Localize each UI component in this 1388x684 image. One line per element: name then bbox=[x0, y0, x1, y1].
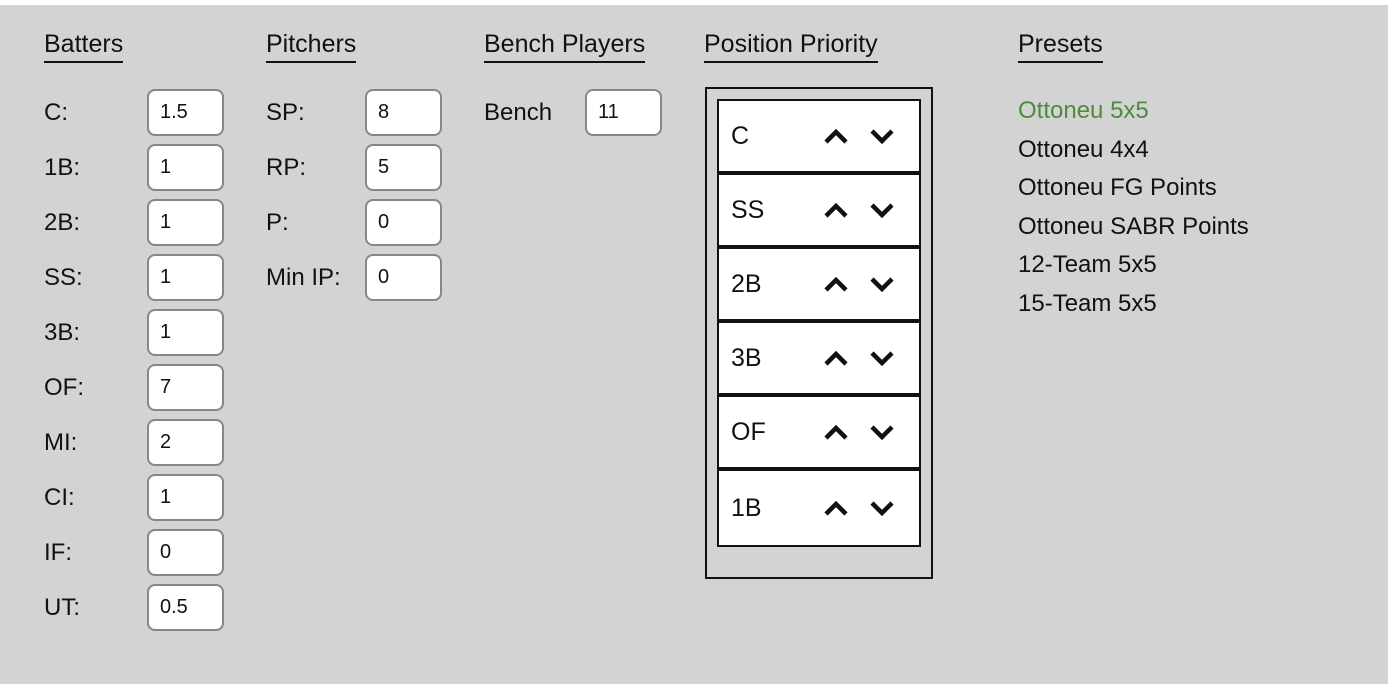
batter-2b-input[interactable] bbox=[147, 199, 224, 246]
pitcher-row-minip: Min IP: bbox=[266, 250, 442, 305]
batter-3b-label: 3B: bbox=[44, 318, 81, 346]
chevron-up-icon bbox=[824, 276, 848, 292]
priority-up-button[interactable] bbox=[823, 276, 849, 292]
chevron-down-icon bbox=[870, 276, 894, 292]
priority-item-label: 1B bbox=[731, 493, 762, 522]
priority-item-3b: 3B bbox=[719, 323, 919, 397]
chevron-down-icon bbox=[870, 350, 894, 366]
preset-item-ottoneu-sabr-points[interactable]: Ottoneu SABR Points bbox=[1018, 212, 1249, 240]
batter-row-of: OF: bbox=[44, 360, 224, 415]
priority-item-1b: 1B bbox=[719, 471, 919, 545]
priority-down-button[interactable] bbox=[869, 128, 895, 144]
preset-item-ottoneu-fg-points[interactable]: Ottoneu FG Points bbox=[1018, 174, 1217, 201]
priority-up-button[interactable] bbox=[823, 202, 849, 218]
priority-item-label: 2B bbox=[731, 269, 762, 298]
chevron-down-icon bbox=[870, 128, 894, 144]
batter-row-ss: SS: bbox=[44, 250, 224, 305]
priority-item-of: OF bbox=[719, 397, 919, 471]
pitcher-row-sp: SP: bbox=[266, 85, 442, 140]
chevron-down-icon bbox=[870, 202, 894, 218]
priority-up-button[interactable] bbox=[823, 128, 849, 144]
pitcher-minip-input[interactable] bbox=[365, 254, 442, 301]
pitchers-header: Pitchers bbox=[266, 29, 357, 63]
priority-up-button[interactable] bbox=[823, 424, 849, 440]
batter-mi-label: MI: bbox=[44, 428, 78, 456]
pitchers-rows: SP: RP: P: Min IP: bbox=[266, 85, 442, 305]
presets-header: Presets bbox=[1018, 29, 1103, 63]
priority-item-label: SS bbox=[731, 195, 765, 224]
batter-row-2b: 2B: bbox=[44, 195, 224, 250]
preset-item-15-team-5x5[interactable]: 15-Team 5x5 bbox=[1018, 289, 1157, 317]
chevron-up-icon bbox=[824, 202, 848, 218]
pitcher-rp-label: RP: bbox=[266, 153, 307, 181]
roster-settings-panel: Batters Pitchers Bench Players Position … bbox=[0, 5, 1388, 684]
batter-c-input[interactable] bbox=[147, 89, 224, 136]
chevron-down-icon bbox=[870, 424, 894, 440]
batter-row-1b: 1B: bbox=[44, 140, 224, 195]
position-priority-box: C SS 2B bbox=[705, 87, 933, 579]
bench-input[interactable] bbox=[585, 89, 662, 136]
pitcher-p-input[interactable] bbox=[365, 199, 442, 246]
pitcher-row-p: P: bbox=[266, 195, 442, 250]
priority-down-button[interactable] bbox=[869, 202, 895, 218]
chevron-up-icon bbox=[824, 350, 848, 366]
batter-row-3b: 3B: bbox=[44, 305, 224, 360]
priority-down-button[interactable] bbox=[869, 276, 895, 292]
preset-item-12-team-5x5[interactable]: 12-Team 5x5 bbox=[1018, 251, 1157, 278]
batter-ut-input[interactable] bbox=[147, 584, 224, 631]
batter-row-c: C: bbox=[44, 85, 224, 140]
batter-ci-label: CI: bbox=[44, 483, 75, 511]
batter-ss-input[interactable] bbox=[147, 254, 224, 301]
batter-mi-input[interactable] bbox=[147, 419, 224, 466]
priority-item-2b: 2B bbox=[719, 249, 919, 323]
batter-ss-label: SS: bbox=[44, 263, 83, 291]
batter-row-ci: CI: bbox=[44, 470, 224, 525]
priority-down-button[interactable] bbox=[869, 424, 895, 440]
priority-down-button[interactable] bbox=[869, 350, 895, 366]
pitcher-sp-label: SP: bbox=[266, 98, 305, 126]
batter-3b-input[interactable] bbox=[147, 309, 224, 356]
batter-ci-input[interactable] bbox=[147, 474, 224, 521]
batter-of-label: OF: bbox=[44, 373, 84, 401]
batter-1b-input[interactable] bbox=[147, 144, 224, 191]
pitcher-p-label: P: bbox=[266, 208, 289, 236]
bench-row: Bench bbox=[484, 85, 662, 140]
position-priority-header: Position Priority bbox=[704, 29, 878, 63]
batter-row-ut: UT: bbox=[44, 580, 224, 635]
priority-item-ss: SS bbox=[719, 175, 919, 249]
batter-1b-label: 1B: bbox=[44, 153, 81, 181]
batter-of-input[interactable] bbox=[147, 364, 224, 411]
batter-if-input[interactable] bbox=[147, 529, 224, 576]
priority-up-button[interactable] bbox=[823, 350, 849, 366]
batter-row-mi: MI: bbox=[44, 415, 224, 470]
pitcher-sp-input[interactable] bbox=[365, 89, 442, 136]
priority-item-label: 3B bbox=[731, 343, 762, 372]
chevron-up-icon bbox=[824, 128, 848, 144]
batters-header: Batters bbox=[44, 29, 124, 63]
bench-label: Bench bbox=[484, 98, 553, 126]
pitcher-rp-input[interactable] bbox=[365, 144, 442, 191]
bench-players-header: Bench Players bbox=[484, 29, 646, 63]
pitcher-row-rp: RP: bbox=[266, 140, 442, 195]
chevron-up-icon bbox=[824, 424, 848, 440]
priority-down-button[interactable] bbox=[869, 500, 895, 516]
priority-up-button[interactable] bbox=[823, 500, 849, 516]
chevron-up-icon bbox=[824, 500, 848, 516]
batter-c-label: C: bbox=[44, 98, 68, 126]
bench-row-wrap: Bench bbox=[484, 85, 662, 140]
pitcher-minip-label: Min IP: bbox=[266, 263, 341, 291]
preset-item-ottoneu-4x4[interactable]: Ottoneu 4x4 bbox=[1018, 135, 1149, 163]
batters-rows: C: 1B: 2B: SS: 3B: OF: MI: CI: bbox=[44, 85, 224, 635]
priority-item-label: OF bbox=[731, 417, 766, 446]
preset-item-ottoneu-5x5[interactable]: Ottoneu 5x5 bbox=[1018, 97, 1149, 124]
priority-item-label: C bbox=[731, 121, 750, 150]
batter-2b-label: 2B: bbox=[44, 208, 81, 236]
batter-row-if: IF: bbox=[44, 525, 224, 580]
priority-item-c: C bbox=[719, 101, 919, 175]
chevron-down-icon bbox=[870, 500, 894, 516]
batter-if-label: IF: bbox=[44, 538, 72, 566]
position-priority-list: C SS 2B bbox=[717, 99, 921, 547]
presets-list: Ottoneu 5x5 Ottoneu 4x4 Ottoneu FG Point… bbox=[1018, 92, 1249, 323]
batter-ut-label: UT: bbox=[44, 593, 80, 621]
